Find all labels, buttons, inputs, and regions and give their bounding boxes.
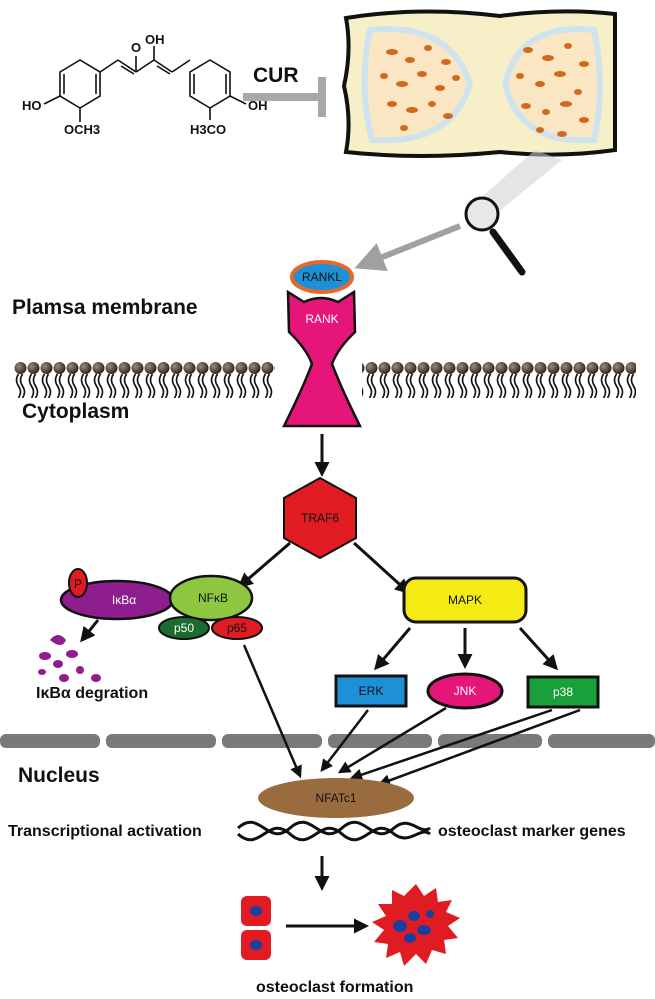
arrow-mapk-erk	[374, 627, 412, 671]
zoom-arrow	[354, 223, 462, 272]
p65-node	[211, 616, 263, 640]
p50-label: p50	[174, 621, 194, 635]
p50-node	[158, 616, 210, 640]
nuclear-membrane	[0, 734, 655, 748]
right-methoxy: H3CO	[190, 122, 226, 137]
rank-label: RANK	[305, 312, 338, 326]
erk-node	[334, 674, 408, 708]
rank-receptor	[281, 289, 363, 428]
degradation-label: IκBα degration	[36, 685, 148, 702]
lipid-bilayer-right	[362, 320, 636, 398]
enol-hydroxyl: OH	[145, 32, 165, 47]
arrow-p65-nfatc1	[242, 644, 302, 779]
ketone-oxygen: O	[131, 40, 141, 55]
right-hydroxyl: OH	[248, 98, 268, 113]
phospho-node	[68, 568, 88, 598]
arrow-ikba-degradation	[80, 619, 100, 643]
left-methoxy: OCH3	[64, 122, 100, 137]
arrow-p38-nfatc1	[349, 708, 553, 781]
cur-label: CUR	[253, 64, 299, 87]
curcumin-structure	[43, 46, 247, 122]
formation-label: osteoclast formation	[256, 979, 413, 996]
p38-label: p38	[553, 685, 573, 699]
osteoclast-cell	[372, 884, 460, 966]
nfkb-label: NFκB	[198, 591, 228, 605]
marker-genes-label: osteoclast marker genes	[438, 823, 626, 840]
precursor-cells	[241, 896, 271, 960]
jnk-node	[426, 672, 504, 710]
magnifier-icon	[464, 150, 562, 276]
traf6-node	[283, 476, 357, 560]
left-hydroxyl: HO	[22, 98, 42, 113]
jnk-label: JNK	[454, 684, 477, 698]
bone-joint	[341, 9, 617, 158]
p38-node	[526, 675, 600, 709]
arrow-p38b-nfatc1	[377, 708, 581, 787]
nfkb-node	[168, 574, 254, 622]
mapk-node	[402, 576, 528, 624]
lipid-bilayer-left	[14, 320, 275, 398]
bone-spots	[380, 43, 589, 137]
dna-helix	[236, 820, 431, 842]
arrow-traf6-mapk	[352, 541, 411, 595]
nfatc1-label: NFATc1	[315, 791, 356, 805]
cytoplasm-label: Cytoplasm	[22, 400, 129, 423]
mapk-label: MAPK	[448, 593, 482, 607]
traf6-label: TRAF6	[301, 511, 339, 525]
erk-label: ERK	[359, 684, 384, 698]
ikba-fragments	[38, 635, 101, 682]
transcription-label: Transcriptional activation	[8, 823, 202, 840]
rankl-label: RANKL	[302, 270, 342, 284]
ikba-label: IκBα	[112, 593, 136, 607]
nucleus-label: Nucleus	[18, 764, 100, 787]
p65-label: p65	[227, 621, 247, 635]
arrow-mapk-p38	[518, 626, 559, 671]
arrow-erk-nfatc1	[320, 709, 369, 772]
arrow-jnk-nfatc1	[337, 706, 447, 774]
phospho-label: P	[74, 577, 82, 591]
nfatc1-node	[258, 778, 414, 818]
membrane-label: Plamsa membrane	[12, 296, 198, 319]
rankl-ligand	[290, 260, 354, 294]
arrow-traf6-nfkb	[237, 541, 291, 588]
inhibition-arrow	[243, 77, 326, 117]
